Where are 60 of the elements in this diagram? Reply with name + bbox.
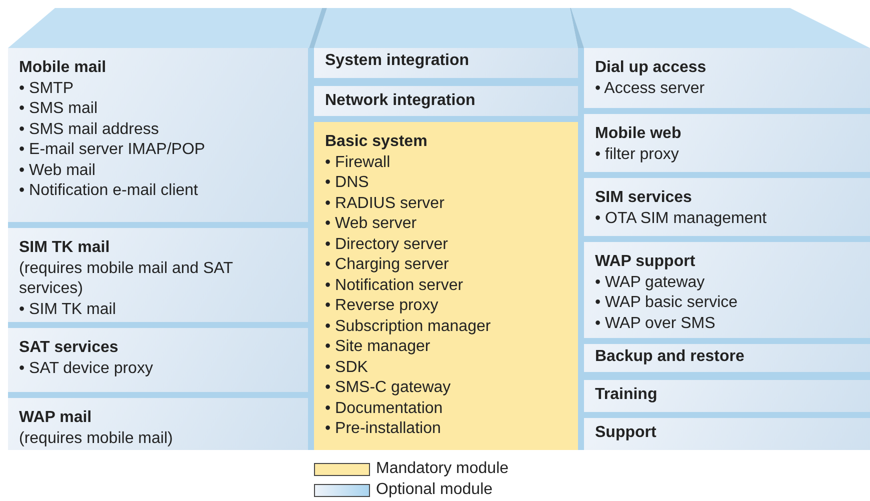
optional-module-box: [584, 114, 870, 172]
legend-label: Optional module: [376, 481, 493, 499]
optional-module-box: [314, 86, 578, 116]
module-item: • Reverse proxy: [325, 296, 440, 316]
optional-module-box: [8, 328, 308, 392]
module-title: System integration: [325, 51, 470, 71]
module-item: • Notification e-mail client: [19, 181, 199, 201]
module-item: • Notification server: [325, 276, 464, 296]
module-title: SIM TK mail: [19, 238, 111, 258]
module-title: Backup and restore: [595, 347, 746, 367]
module-title: Mobile mail: [19, 58, 108, 78]
mandatory-module-box: [314, 122, 578, 450]
module-item: • Documentation: [325, 398, 444, 418]
module-title: Network integration: [325, 91, 476, 111]
module-title: Dial up access: [595, 58, 708, 78]
optional-module-box: [314, 48, 578, 78]
optional-module-box: [584, 48, 870, 108]
module-title: WAP support: [595, 252, 696, 272]
module-item: • Web mail: [19, 160, 96, 180]
optional-module-box: [584, 242, 870, 338]
optional-module-box: [8, 48, 308, 222]
module-item: • DNS: [325, 173, 370, 193]
module-item: • Charging server: [325, 255, 450, 275]
optional-module-box: [584, 418, 870, 450]
module-title: SAT services: [19, 338, 120, 358]
module-item: • Access server: [595, 78, 706, 98]
module-item: (requires mobile mail): [19, 428, 174, 448]
module-item: • Site manager: [325, 337, 432, 357]
module-title: Training: [595, 385, 658, 405]
module-title: SIM services: [595, 188, 693, 208]
module-item: • SMTP: [19, 78, 74, 98]
module-item: • filter proxy: [595, 144, 680, 164]
module-title: Mobile web: [595, 124, 682, 144]
module-item: • SAT device proxy: [19, 358, 154, 378]
module-item: • Directory server: [325, 234, 449, 254]
module-title: WAP mail: [19, 408, 93, 428]
module-item: • SMS mail address: [19, 120, 160, 140]
optional-module-box: [8, 228, 308, 322]
module-item: • SDK: [325, 358, 369, 378]
module-item: • SMS mail: [19, 99, 98, 119]
optional-module-box: [584, 178, 870, 236]
module-title: Support: [595, 423, 658, 443]
module-item: (requires mobile mail and SAT services): [19, 258, 234, 299]
module-item: • OTA SIM management: [595, 208, 768, 228]
module-item: • WAP gateway: [595, 272, 706, 292]
legend-label: Mandatory module: [376, 460, 509, 478]
module-item: • Firewall: [325, 152, 392, 172]
module-title: Basic system: [325, 132, 428, 152]
optional-module-box: [584, 344, 870, 372]
module-item: • Web server: [325, 214, 418, 234]
module-item: • Subscription manager: [325, 316, 492, 336]
module-item: • Pre-installation: [325, 419, 442, 439]
module-item: • SMS-C gateway: [325, 378, 452, 398]
module-item: • WAP basic service: [595, 293, 739, 313]
module-item: • WAP over SMS: [595, 314, 716, 334]
optional-module-box: [8, 398, 308, 450]
module-item: • SIM TK mail: [19, 300, 117, 320]
optional-module-box: [584, 380, 870, 412]
module-item: • RADIUS server: [325, 194, 446, 214]
module-item: • E-mail server IMAP/POP: [19, 140, 206, 160]
